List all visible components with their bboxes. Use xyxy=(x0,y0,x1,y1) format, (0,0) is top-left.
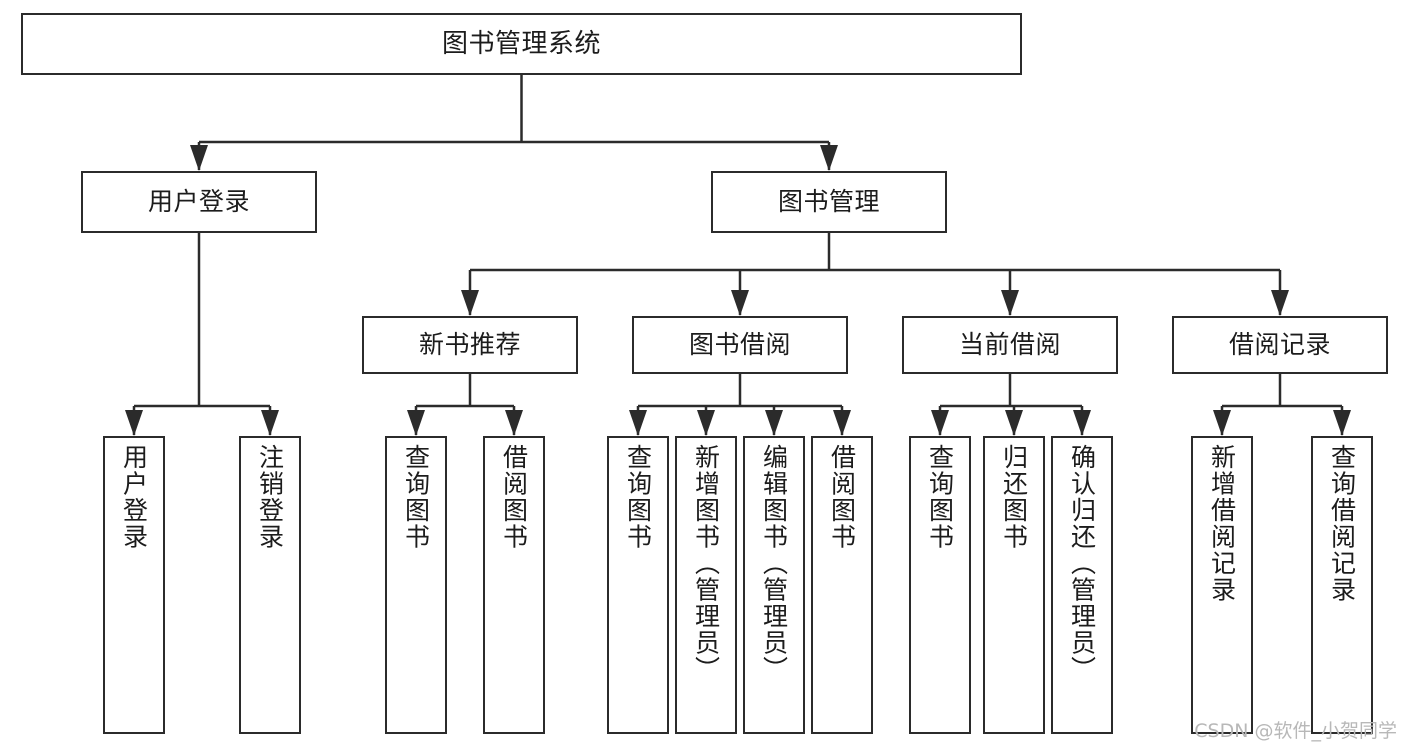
leaf-query-book-1[interactable]: 查询图书 xyxy=(385,436,447,734)
leaf-add-book-admin[interactable]: 新增图书（管理员） xyxy=(675,436,737,734)
leaf-borrow-book-2[interactable]: 借阅图书 xyxy=(811,436,873,734)
node-book-management[interactable]: 图书管理 xyxy=(711,171,947,233)
leaf-edit-book-admin-label: 编辑图书（管理员） xyxy=(759,444,789,683)
leaf-add-borrow-record-label: 新增借阅记录 xyxy=(1207,444,1237,603)
watermark: CSDN @软件_小贺同学 xyxy=(1194,720,1397,742)
node-book-borrow[interactable]: 图书借阅 xyxy=(632,316,848,374)
leaf-logout[interactable]: 注销登录 xyxy=(239,436,301,734)
leaf-borrow-book-1-label: 借阅图书 xyxy=(499,444,529,550)
leaf-query-book-1-label: 查询图书 xyxy=(401,444,431,550)
leaf-add-book-admin-label: 新增图书（管理员） xyxy=(691,444,721,683)
leaf-logout-label: 注销登录 xyxy=(255,444,285,550)
leaf-add-borrow-record[interactable]: 新增借阅记录 xyxy=(1191,436,1253,734)
node-root[interactable]: 图书管理系统 xyxy=(21,13,1022,75)
leaf-query-book-3-label: 查询图书 xyxy=(925,444,955,550)
leaf-query-book-2-label: 查询图书 xyxy=(623,444,653,550)
leaf-borrow-book-1[interactable]: 借阅图书 xyxy=(483,436,545,734)
node-book-borrow-label: 图书借阅 xyxy=(688,330,791,360)
node-user-login[interactable]: 用户登录 xyxy=(81,171,317,233)
node-root-label: 图书管理系统 xyxy=(441,28,601,59)
leaf-query-book-3[interactable]: 查询图书 xyxy=(909,436,971,734)
leaf-confirm-return-admin[interactable]: 确认归还（管理员） xyxy=(1051,436,1113,734)
node-current-borrow[interactable]: 当前借阅 xyxy=(902,316,1118,374)
leaf-user-login-label: 用户登录 xyxy=(119,444,149,550)
node-current-borrow-label: 当前借阅 xyxy=(958,330,1061,360)
leaf-edit-book-admin[interactable]: 编辑图书（管理员） xyxy=(743,436,805,734)
leaf-query-borrow-record[interactable]: 查询借阅记录 xyxy=(1311,436,1373,734)
leaf-return-book[interactable]: 归还图书 xyxy=(983,436,1045,734)
node-user-login-label: 用户登录 xyxy=(147,187,250,217)
leaf-user-login[interactable]: 用户登录 xyxy=(103,436,165,734)
leaf-return-book-label: 归还图书 xyxy=(999,444,1029,550)
node-book-management-label: 图书管理 xyxy=(777,187,880,217)
leaf-borrow-book-2-label: 借阅图书 xyxy=(827,444,857,550)
node-new-book-recommend-label: 新书推荐 xyxy=(418,330,521,360)
leaf-query-borrow-record-label: 查询借阅记录 xyxy=(1327,444,1357,603)
node-borrow-records[interactable]: 借阅记录 xyxy=(1172,316,1388,374)
node-borrow-records-label: 借阅记录 xyxy=(1228,330,1331,360)
node-new-book-recommend[interactable]: 新书推荐 xyxy=(362,316,578,374)
leaf-confirm-return-admin-label: 确认归还（管理员） xyxy=(1067,444,1097,683)
leaf-query-book-2[interactable]: 查询图书 xyxy=(607,436,669,734)
